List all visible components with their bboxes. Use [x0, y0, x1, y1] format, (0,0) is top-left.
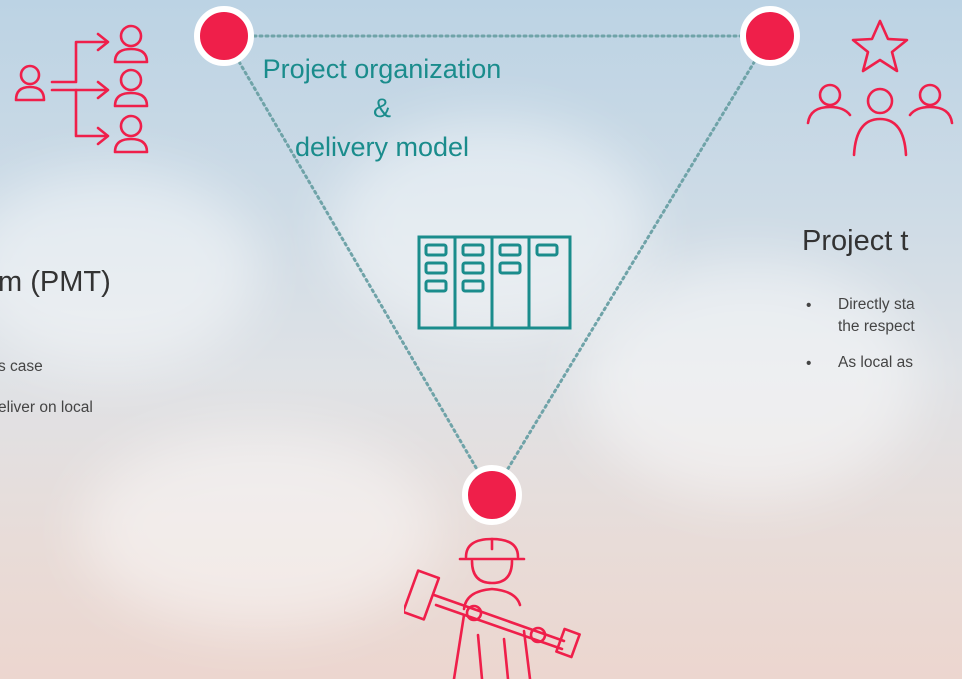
kanban-board-icon	[417, 235, 572, 330]
cloud-decoration	[330, 120, 650, 340]
org-delegation-icon	[14, 24, 149, 154]
right-bullet-dot: •	[806, 297, 812, 314]
center-title-line2: delivery model	[294, 132, 470, 162]
node-bottom	[462, 465, 522, 525]
node-top-left	[194, 6, 254, 66]
right-bullet-dot: •	[806, 355, 812, 372]
right-heading: Project t	[802, 225, 909, 257]
construction-worker-icon	[404, 537, 581, 679]
team-star-icon	[806, 19, 954, 157]
center-title-line1: Project organization &	[262, 54, 502, 123]
node-top-right	[740, 6, 800, 66]
cloud-decoration	[80, 430, 440, 630]
right-bullet-1-line2: the respect	[838, 318, 915, 335]
right-bullet-1-line1: Directly sta	[838, 296, 915, 313]
left-bullet-2: eliver on local	[0, 399, 93, 416]
left-heading: m (PMT)	[0, 266, 111, 298]
triangle-right-edge	[490, 34, 772, 497]
cloud-decoration	[580, 260, 920, 500]
triangle-left-edge	[222, 34, 494, 497]
center-title: Project organization & delivery model	[250, 50, 514, 167]
left-bullet-1: s case	[0, 358, 43, 375]
cloud-decoration	[0, 170, 260, 370]
right-bullet-2: As local as	[838, 354, 913, 371]
